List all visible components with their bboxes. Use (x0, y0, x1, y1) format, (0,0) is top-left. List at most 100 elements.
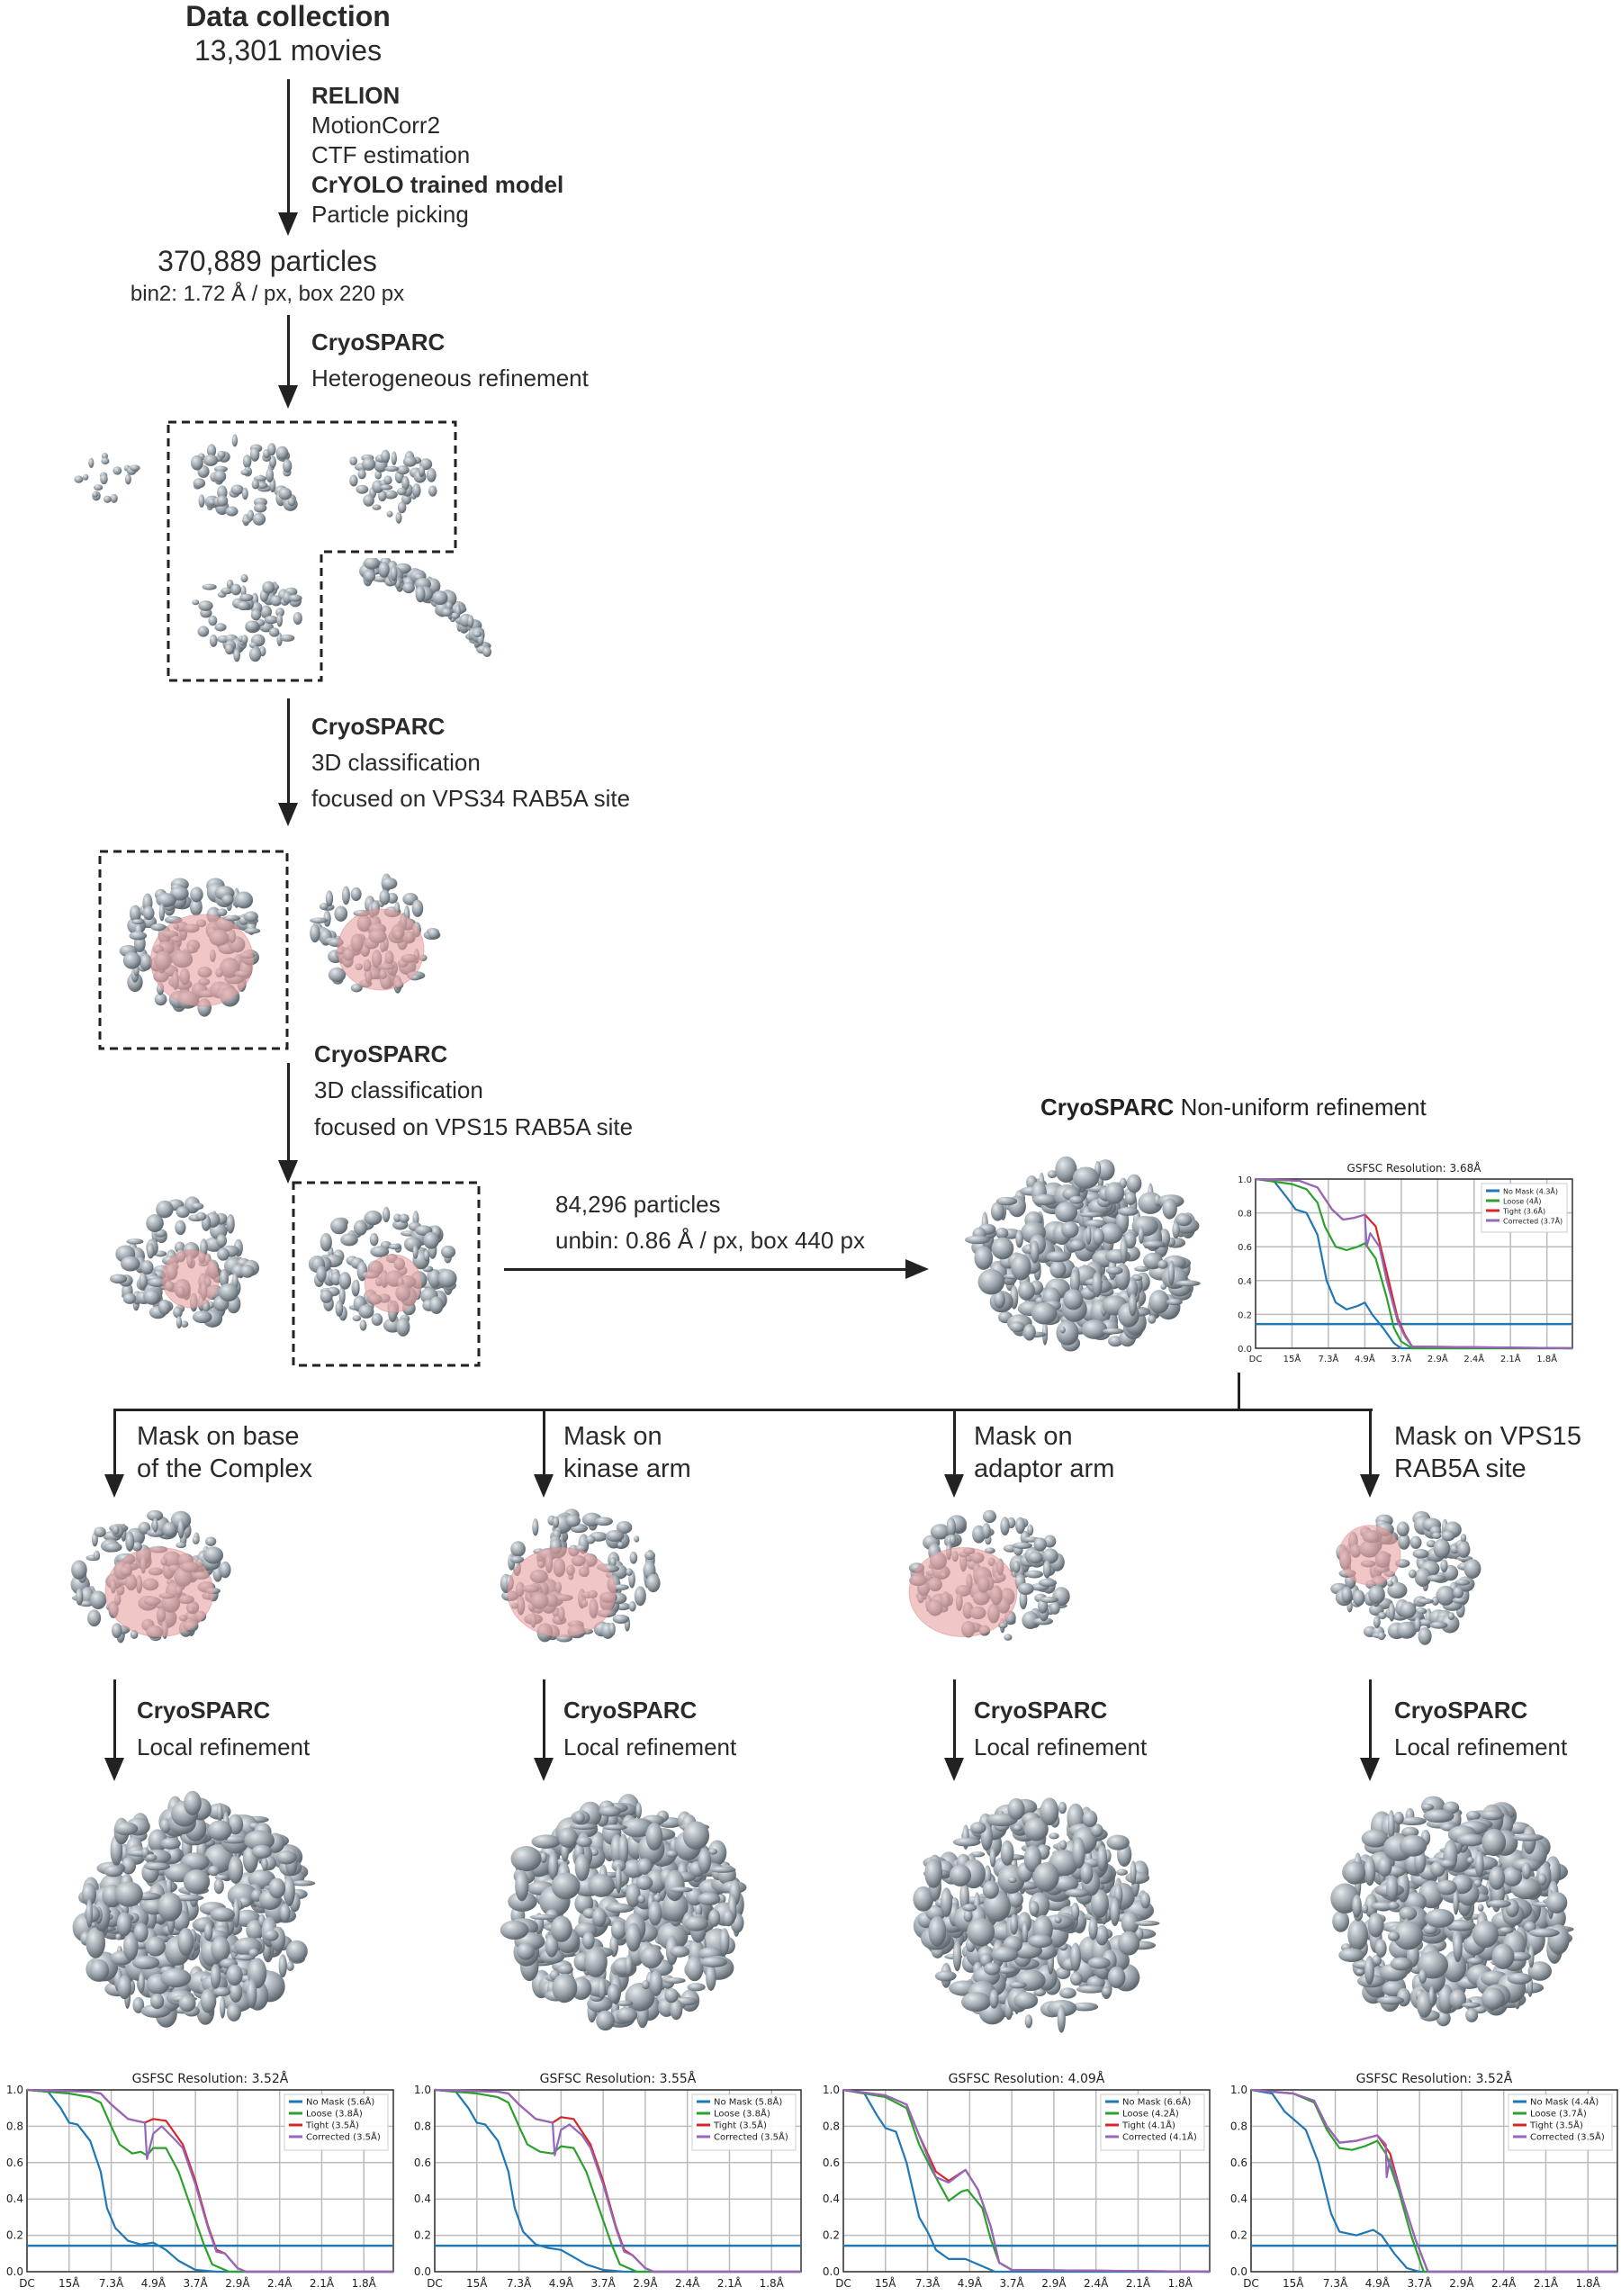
density-blob (293, 611, 302, 626)
density-blob (585, 1535, 596, 1544)
density-blob (1040, 1797, 1059, 1826)
density-blob (363, 494, 374, 507)
density-blob (104, 495, 112, 503)
class2-selection (292, 1181, 481, 1367)
density-blob (364, 570, 376, 582)
density-blob (1093, 1228, 1104, 1246)
density-blob (590, 1849, 599, 1857)
density-blob (92, 491, 98, 498)
x-tick-label: 1.8Å (352, 2276, 377, 2290)
density-blob (1364, 1955, 1374, 1985)
density-blob (86, 1899, 93, 1928)
density-blob (152, 1517, 158, 1533)
density-blob (216, 1234, 228, 1247)
density-blob (1013, 1992, 1039, 2010)
density-blob (1116, 1868, 1128, 1876)
density-blob (156, 893, 176, 907)
legend-label: No Mask (4.3Å) (1503, 1186, 1558, 1196)
density-map-local-refine (490, 1782, 760, 2043)
density-blob (977, 1269, 1005, 1295)
density-blob (283, 1876, 295, 1907)
x-tick-label: DC (835, 2277, 851, 2290)
y-tick-label: 1.0 (6, 2084, 23, 2096)
density-blob (1047, 1170, 1058, 1179)
density-blob (626, 1922, 642, 1952)
density-blob (1027, 1524, 1034, 1536)
density-blob (131, 919, 144, 925)
density-blob (208, 1865, 221, 1877)
density-blob (1399, 1906, 1418, 1921)
density-blob (372, 504, 382, 510)
density-blob (423, 1231, 439, 1249)
density-blob (173, 1306, 183, 1319)
density-blob (1096, 1845, 1108, 1872)
density-blob (221, 894, 234, 905)
density-blob (428, 485, 437, 497)
density-blob (599, 1805, 622, 1817)
density-blob (548, 1851, 559, 1881)
density-blob (412, 1245, 419, 1259)
density-blob (310, 923, 320, 943)
density-blob (1069, 1269, 1080, 1294)
density-blob (147, 1528, 166, 1537)
density-blob (253, 503, 267, 513)
density-blob (615, 2000, 634, 2006)
density-blob (150, 923, 167, 932)
density-blob (1387, 1931, 1400, 1941)
density-blob (605, 1903, 635, 1913)
density-blob (180, 1320, 189, 1328)
density-map-local-refine (900, 1782, 1170, 2043)
density-blob (1071, 2002, 1099, 2012)
density-blob (287, 497, 296, 507)
density-blob (1408, 1569, 1417, 1579)
mask-overlay (1338, 1525, 1401, 1586)
density-blob (226, 1213, 235, 1234)
density-blob (189, 898, 203, 916)
density-blob (352, 1315, 362, 1321)
density-blob (142, 905, 155, 921)
density-blob (391, 451, 397, 465)
density-blob (669, 1946, 690, 1958)
density-blob (934, 1970, 957, 1982)
x-tick-label: 7.3Å (1319, 1353, 1339, 1364)
x-tick-label: 3.7Å (590, 2276, 616, 2290)
movie-count: 13,301 movies (194, 34, 383, 67)
density-blob (193, 478, 206, 489)
density-blob (403, 1236, 422, 1252)
density-blob (1392, 1921, 1424, 1950)
density-blob (989, 1848, 996, 1868)
density-blob (210, 1964, 221, 1989)
density-blob (634, 1586, 646, 1607)
density-blob (1425, 1908, 1454, 1928)
density-blob (396, 465, 410, 475)
density-blob (87, 1609, 102, 1627)
density-blob (1046, 1251, 1071, 1263)
density-blob (1427, 1574, 1446, 1582)
density-blob (1009, 1321, 1026, 1333)
legend-label: Loose (3.8Å) (714, 2108, 770, 2120)
y-tick-label: 0.6 (1230, 2156, 1247, 2169)
y-tick-label: 0.6 (414, 2156, 431, 2169)
density-blob (723, 1909, 734, 1927)
mask-label-line1: Mask on (974, 1422, 1073, 1451)
density-blob (1121, 1911, 1139, 1935)
series-line-no_mask (1250, 2088, 1617, 2273)
x-tick-label: 3.7Å (1407, 2276, 1432, 2290)
y-tick-label: 0.6 (6, 2156, 23, 2169)
x-tick-label: 7.3Å (507, 2276, 532, 2290)
density-blob (962, 1904, 977, 1912)
density-blob (167, 1848, 182, 1864)
mask-label-line2: RAB5A site (1394, 1454, 1526, 1483)
density-blob (618, 1833, 629, 1866)
density-blob (1466, 1857, 1474, 1864)
density-blob (952, 1940, 962, 1972)
map-render (310, 873, 441, 994)
density-blob (1157, 1259, 1168, 1269)
density-blob (350, 887, 362, 902)
density-blob (378, 562, 390, 578)
map-render (359, 556, 492, 657)
density-blob (176, 1206, 190, 1219)
density-blob (616, 1863, 622, 1894)
